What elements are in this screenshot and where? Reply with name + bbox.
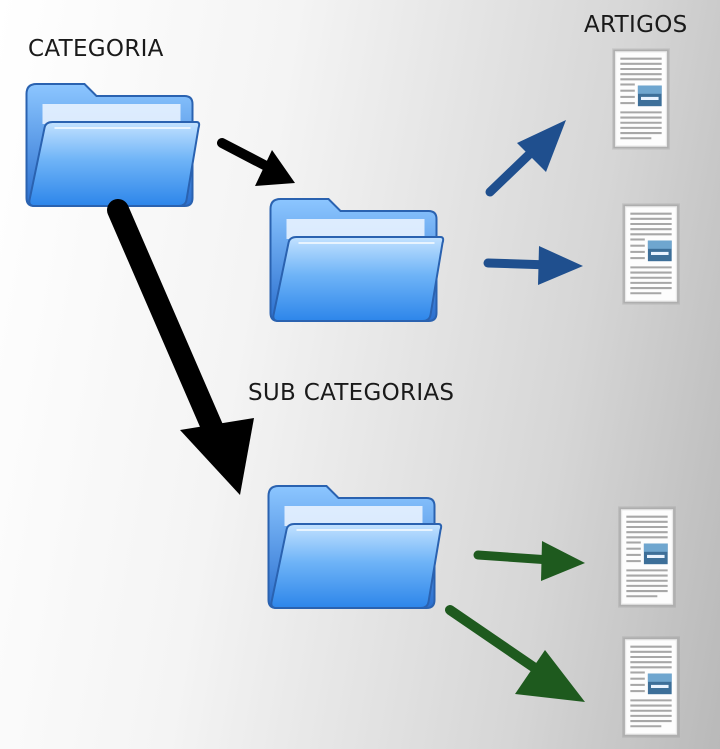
- arrow-sub1-to-article-1: [485, 120, 566, 197]
- article-document-2-icon: [624, 205, 678, 302]
- subcategory-folder-1-icon: [269, 197, 445, 323]
- category-label: CATEGORIA: [28, 36, 164, 62]
- arrow-sub1-to-article-2: [483, 246, 583, 285]
- arrow-sub2-to-article-3: [473, 541, 585, 581]
- article-document-1-icon: [614, 50, 668, 147]
- category-folder-icon: [25, 82, 201, 208]
- article-document-3-icon: [620, 508, 674, 605]
- arrow-category-to-subcategory-1: [217, 138, 295, 186]
- arrow-category-to-subcategory-2: [107, 199, 254, 495]
- article-document-4-icon: [624, 638, 678, 735]
- subcategories-label: SUB CATEGORIAS: [248, 380, 455, 406]
- subcategory-folder-2-icon: [267, 484, 443, 610]
- arrow-sub2-to-article-4: [445, 605, 585, 702]
- articles-label: ARTIGOS: [584, 12, 688, 38]
